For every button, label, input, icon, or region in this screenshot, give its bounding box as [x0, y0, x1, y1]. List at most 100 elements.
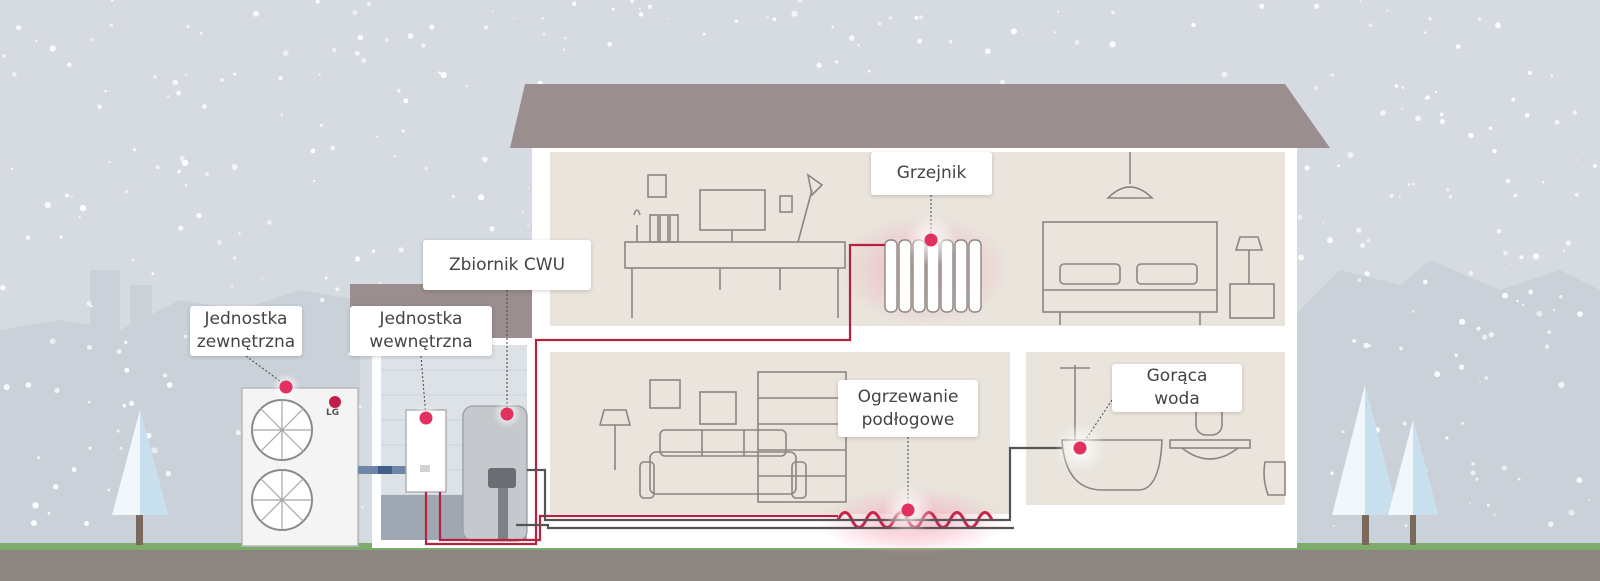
snowflake	[984, 48, 991, 55]
snowflake	[1341, 430, 1345, 434]
snowflake	[1505, 178, 1511, 184]
snowflake	[1304, 165, 1310, 171]
snowflake	[1439, 118, 1445, 124]
snowflake	[166, 382, 173, 388]
snowflake	[607, 41, 613, 47]
snowflake	[1550, 74, 1554, 77]
snowflake	[163, 373, 168, 378]
snowflake	[1337, 164, 1340, 168]
snowflake	[1356, 227, 1362, 233]
snowflake	[914, 15, 919, 20]
snowflake	[791, 10, 798, 17]
snowflake	[1513, 193, 1518, 198]
snowflake	[1544, 344, 1550, 349]
snowflake	[1541, 181, 1545, 184]
snowflake	[1399, 346, 1403, 351]
label-outdoor-unit: Jednostka zewnętrzna	[190, 306, 302, 356]
snowflake	[78, 216, 81, 219]
snowflake	[131, 258, 135, 262]
snowflake	[919, 15, 924, 20]
snowflake	[1322, 221, 1325, 224]
snowflake	[1010, 28, 1018, 35]
snowflake	[352, 10, 358, 16]
snowflake	[216, 239, 222, 245]
label-floor-heating: Ogrzewanie podłogowe	[838, 380, 978, 437]
snowflake	[64, 193, 70, 198]
snowflake	[37, 456, 40, 460]
snowflake	[1313, 3, 1320, 9]
snowflake	[1313, 85, 1318, 90]
snowflake	[1558, 381, 1565, 389]
snowflake	[282, 50, 289, 57]
snowflake	[407, 33, 414, 39]
snowflake	[478, 194, 485, 201]
snowflake	[1519, 255, 1524, 260]
snowflake	[201, 104, 207, 109]
snowflake	[888, 16, 893, 20]
snowflake	[1563, 249, 1566, 252]
snowflake	[238, 232, 241, 235]
snowflake	[267, 220, 272, 225]
snowflake	[1468, 270, 1474, 276]
snowflake	[233, 72, 237, 76]
snowflake	[1470, 470, 1476, 476]
snowflake	[253, 10, 259, 17]
snowflake	[1394, 84, 1399, 88]
snowflake	[465, 84, 468, 88]
snowflake	[109, 23, 113, 27]
snowflake	[1548, 521, 1554, 528]
snowflake	[315, 0, 320, 4]
snowflake	[1023, 33, 1025, 36]
snowflake	[1479, 381, 1481, 383]
snowflake	[310, 148, 316, 154]
snowflake	[1574, 192, 1579, 197]
snowflake	[1352, 339, 1357, 343]
snowflake	[319, 297, 325, 303]
snowflake	[1401, 107, 1403, 110]
snowflake	[332, 47, 337, 53]
snowflake	[527, 224, 530, 227]
snowflake	[403, 98, 409, 104]
snowflake	[172, 79, 179, 86]
snowflake	[145, 432, 152, 439]
snowflake	[385, 38, 389, 42]
snowflake	[424, 166, 428, 171]
snowflake	[177, 169, 181, 174]
snowflake	[278, 76, 283, 81]
snowflake	[1057, 10, 1060, 13]
living-room-furniture	[598, 371, 847, 503]
snowflake	[848, 35, 855, 41]
snowflake	[766, 16, 769, 19]
snowflake	[541, 17, 544, 20]
snowflake	[440, 72, 447, 79]
snowflake	[25, 235, 31, 240]
snowflake	[183, 334, 188, 339]
snowflake	[429, 24, 435, 30]
snowflake	[49, 338, 56, 345]
snowflake	[88, 400, 91, 404]
snowflake	[84, 521, 90, 526]
snowflake	[1482, 334, 1488, 340]
radiator	[840, 215, 1010, 325]
snowflake	[564, 37, 567, 40]
tree-right-1	[1332, 385, 1398, 545]
snowflake	[1386, 9, 1389, 12]
snowflake	[1476, 326, 1481, 331]
snowflake	[1445, 436, 1449, 440]
snowflake	[335, 287, 340, 292]
snowflake	[151, 272, 155, 276]
snowflake	[835, 60, 839, 64]
snowflake	[1347, 152, 1354, 158]
snowflake	[489, 226, 495, 232]
snowflake	[734, 19, 739, 23]
snowflake	[398, 247, 404, 253]
snowflake	[1359, 0, 1362, 3]
snowflake	[527, 186, 530, 189]
snowflake	[1411, 310, 1415, 313]
snowflake	[79, 204, 87, 212]
snowflake	[116, 429, 120, 433]
snowflake	[330, 145, 336, 151]
snowflake	[0, 285, 6, 291]
snowflake	[87, 344, 92, 350]
snowflake	[1398, 195, 1401, 198]
